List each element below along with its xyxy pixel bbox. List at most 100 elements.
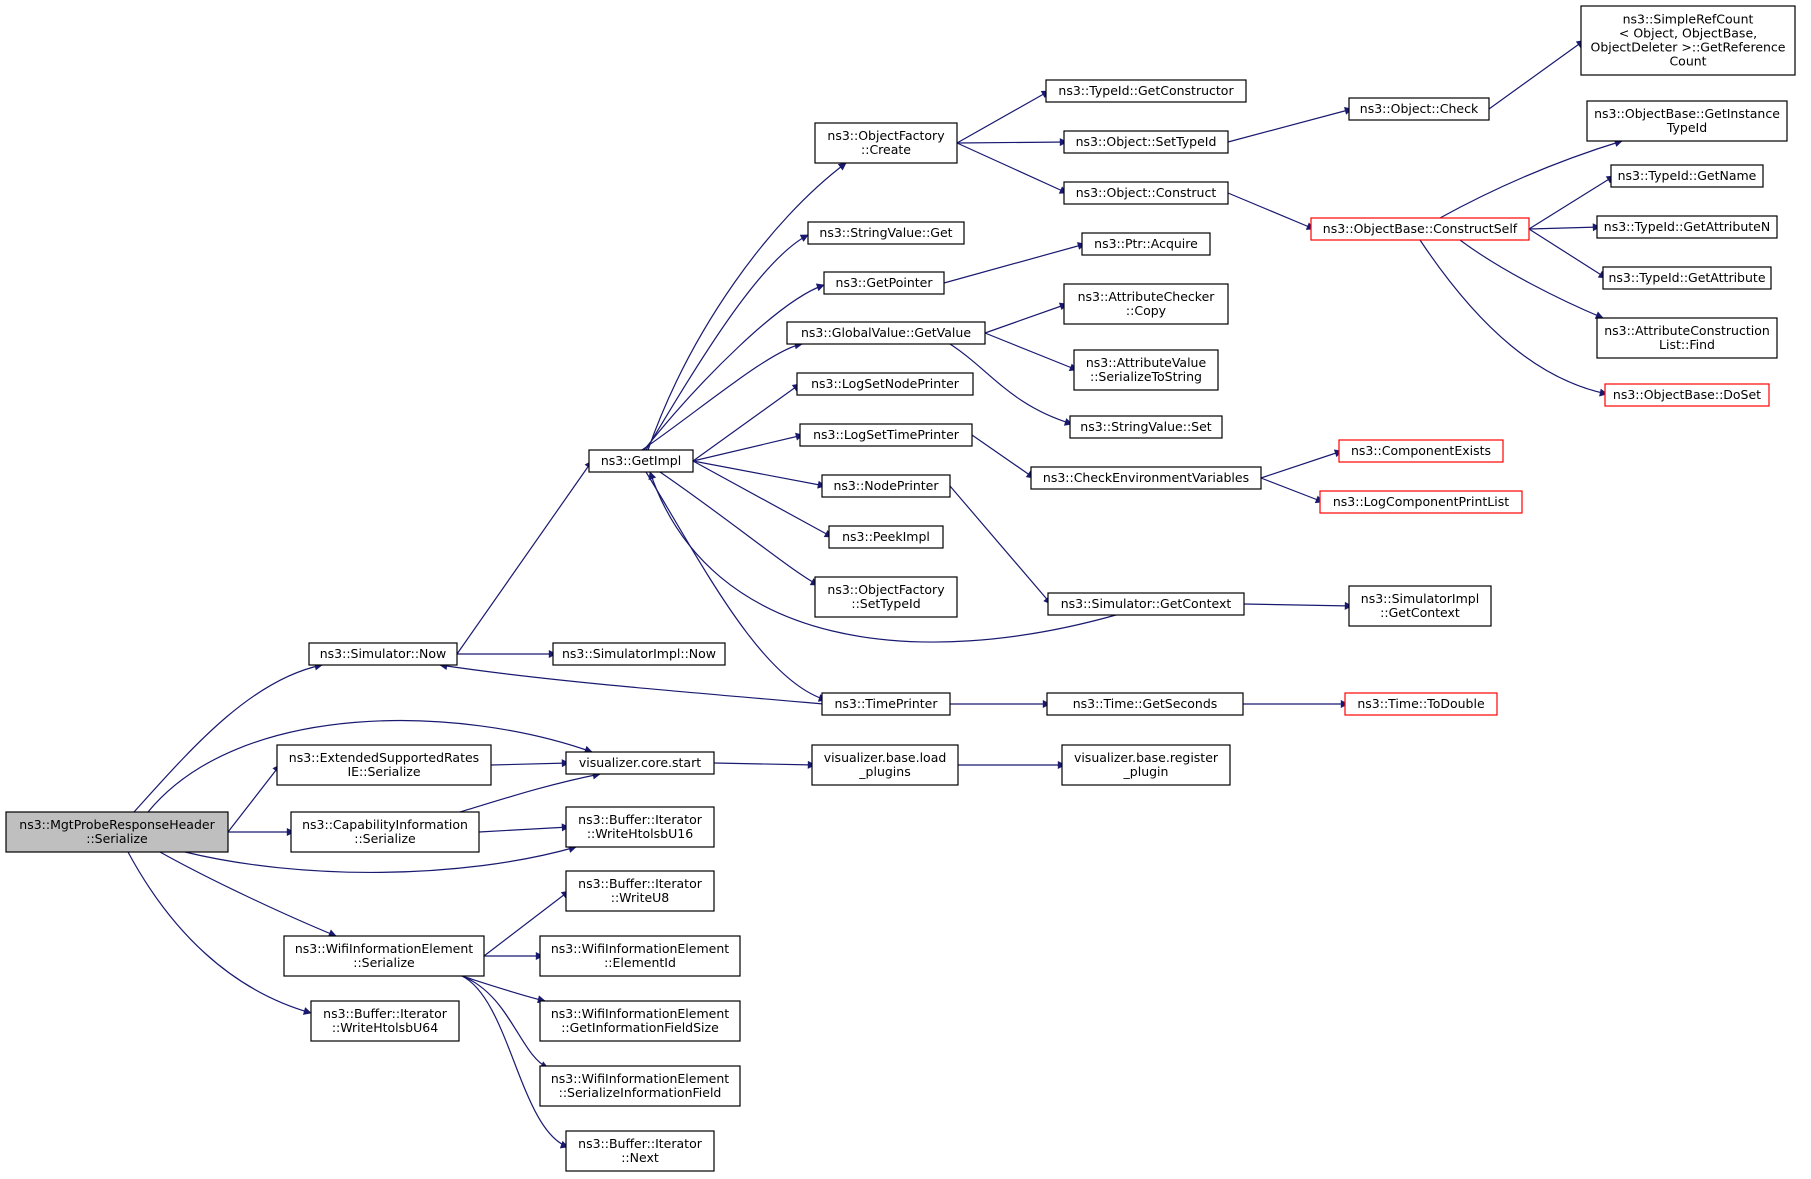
node-next[interactable]: ns3::Buffer::Iterator::Next <box>565 1130 715 1172</box>
node-box <box>310 1000 460 1042</box>
node-vbload[interactable]: visualizer.base.load_plugins <box>811 744 959 786</box>
node-objcons[interactable]: ns3::Object::Construct <box>1063 181 1229 205</box>
edge-getimpl-to-getptr <box>643 283 825 451</box>
node-eid[interactable]: ns3::WifiInformationElement::ElementId <box>539 935 741 977</box>
node-svget[interactable]: ns3::StringValue::Get <box>807 221 965 245</box>
node-label-line: ns3::Buffer::Iterator <box>323 1006 448 1021</box>
node-objcheck[interactable]: ns3::Object::Check <box>1348 97 1490 121</box>
edge-objcheck-to-srcgrc <box>1488 40 1585 110</box>
node-box <box>1061 744 1231 786</box>
node-label-line: Count <box>1669 54 1706 69</box>
node-box <box>1596 317 1778 359</box>
node-box <box>1069 415 1223 439</box>
node-wu64[interactable]: ns3::Buffer::Iterator::WriteHtolsbU64 <box>310 1000 460 1042</box>
node-wu8[interactable]: ns3::Buffer::Iterator::WriteU8 <box>565 870 715 912</box>
edge-obcs-to-tidgan <box>1528 223 1601 232</box>
node-box <box>807 221 965 245</box>
node-gifs[interactable]: ns3::WifiInformationElement::GetInformat… <box>539 1000 741 1042</box>
node-getptr[interactable]: ns3::GetPointer <box>823 271 945 295</box>
node-lcpl[interactable]: ns3::LogComponentPrintList <box>1319 490 1523 514</box>
edge-getimpl-to-lsnp <box>692 383 801 462</box>
node-sif[interactable]: ns3::WifiInformationElement::SerializeIn… <box>539 1065 741 1107</box>
node-label-line: ns3::TypeId::GetName <box>1618 168 1757 183</box>
edge-obcs-to-tidgn <box>1528 175 1615 230</box>
node-ptracq[interactable]: ns3::Ptr::Acquire <box>1081 232 1211 256</box>
node-label-line: ns3::AttributeConstruction <box>1604 323 1770 338</box>
node-compex[interactable]: ns3::ComponentExists <box>1338 439 1504 463</box>
graph-edges <box>127 40 1623 1149</box>
edge-timeprinter-to-simnow <box>439 662 825 705</box>
edge-getimpl-to-peekimpl <box>692 460 833 538</box>
node-tidgan[interactable]: ns3::TypeId::GetAttributeN <box>1596 215 1778 239</box>
node-box <box>828 525 944 549</box>
node-lstp[interactable]: ns3::LogSetTimePrinter <box>799 423 973 447</box>
node-label-line: ns3::Object::Check <box>1360 101 1479 116</box>
node-box <box>1319 490 1523 514</box>
node-label-line: ns3::TypeId::GetConstructor <box>1058 83 1234 98</box>
node-tidgn[interactable]: ns3::TypeId::GetName <box>1610 164 1764 188</box>
node-box <box>1047 592 1245 616</box>
node-simnow[interactable]: ns3::Simulator::Now <box>308 642 458 666</box>
node-peekimpl[interactable]: ns3::PeekImpl <box>828 525 944 549</box>
node-label-line: ns3::LogComponentPrintList <box>1333 494 1509 509</box>
node-capinfo[interactable]: ns3::CapabilityInformation::Serialize <box>290 811 480 853</box>
edge-root-to-vcs <box>147 720 593 813</box>
edge-gvget-to-svset <box>949 343 1073 426</box>
edge-simgc-to-getimpl <box>648 471 1117 643</box>
node-box <box>1338 439 1504 463</box>
node-wu16[interactable]: ns3::Buffer::Iterator::WriteHtolsbU16 <box>565 806 715 848</box>
node-gvget[interactable]: ns3::GlobalValue::GetValue <box>786 321 986 345</box>
node-avser[interactable]: ns3::AttributeValue::SerializeToString <box>1073 349 1219 391</box>
node-label-line: ::Create <box>861 142 911 157</box>
node-vcs[interactable]: visualizer.core.start <box>565 751 715 775</box>
node-box <box>565 1130 715 1172</box>
node-tidgc[interactable]: ns3::TypeId::GetConstructor <box>1045 79 1247 103</box>
edge-root-to-wie <box>159 851 337 937</box>
node-label-line: ns3::WifiInformationElement <box>551 941 729 956</box>
node-lsnp[interactable]: ns3::LogSetNodePrinter <box>796 372 974 396</box>
node-ofset[interactable]: ns3::ObjectFactory::SetTypeId <box>814 576 958 618</box>
node-box <box>1030 466 1262 490</box>
node-label-line: ObjectDeleter >::GetReference <box>1590 40 1785 55</box>
node-label-line: IE::Serialize <box>347 764 420 779</box>
node-ofcreate[interactable]: ns3::ObjectFactory::Create <box>814 122 958 164</box>
node-cev[interactable]: ns3::CheckEnvironmentVariables <box>1030 466 1262 490</box>
edge-nodeprinter-to-simgc <box>949 485 1052 605</box>
node-box <box>1610 164 1764 188</box>
node-nodeprinter[interactable]: ns3::NodePrinter <box>821 474 951 498</box>
node-label-line: ns3::Time::ToDouble <box>1357 696 1485 711</box>
node-tidga[interactable]: ns3::TypeId::GetAttribute <box>1602 266 1772 290</box>
edge-cev-to-compex <box>1260 449 1343 479</box>
node-vbreg[interactable]: visualizer.base.register_plugin <box>1061 744 1231 786</box>
node-label-line: ::Serialize <box>86 831 148 846</box>
node-timeprinter[interactable]: ns3::TimePrinter <box>821 692 951 716</box>
node-label-line: ns3::TypeId::GetAttribute <box>1608 270 1765 285</box>
node-accopy[interactable]: ns3::AttributeChecker::Copy <box>1063 283 1229 325</box>
node-root[interactable]: ns3::MgtProbeResponseHeader::Serialize <box>5 811 229 853</box>
edge-root-to-wu16 <box>184 845 577 873</box>
node-obdoset[interactable]: ns3::ObjectBase::DoSet <box>1604 383 1770 407</box>
node-simgc[interactable]: ns3::Simulator::GetContext <box>1047 592 1245 616</box>
node-label-line: ns3::GetImpl <box>601 453 681 468</box>
node-simimplgc[interactable]: ns3::SimulatorImpl::GetContext <box>1348 585 1492 627</box>
node-label-line: ::Serialize <box>354 831 416 846</box>
node-srcgrc[interactable]: ns3::SimpleRefCount< Object, ObjectBase,… <box>1580 5 1796 76</box>
node-svset[interactable]: ns3::StringValue::Set <box>1069 415 1223 439</box>
edge-getimpl-to-nodeprinter <box>692 460 826 489</box>
node-obcs[interactable]: ns3::ObjectBase::ConstructSelf <box>1310 217 1530 241</box>
node-label-line: TypeId <box>1666 120 1707 135</box>
node-timegs[interactable]: ns3::Time::GetSeconds <box>1046 692 1244 716</box>
node-todouble[interactable]: ns3::Time::ToDouble <box>1344 692 1498 716</box>
node-simimplnow[interactable]: ns3::SimulatorImpl::Now <box>552 642 726 666</box>
node-objset[interactable]: ns3::Object::SetTypeId <box>1063 130 1229 154</box>
node-getimpl[interactable]: ns3::GetImpl <box>588 449 694 473</box>
node-label-line: < Object, ObjectBase, <box>1619 26 1757 41</box>
edge-obcs-to-aclf <box>1459 239 1604 319</box>
edge-simgc-to-simimplgc <box>1243 601 1353 610</box>
node-box <box>814 122 958 164</box>
node-wie[interactable]: ns3::WifiInformationElement::Serialize <box>283 935 485 977</box>
node-label-line: ns3::ObjectBase::ConstructSelf <box>1323 221 1518 236</box>
